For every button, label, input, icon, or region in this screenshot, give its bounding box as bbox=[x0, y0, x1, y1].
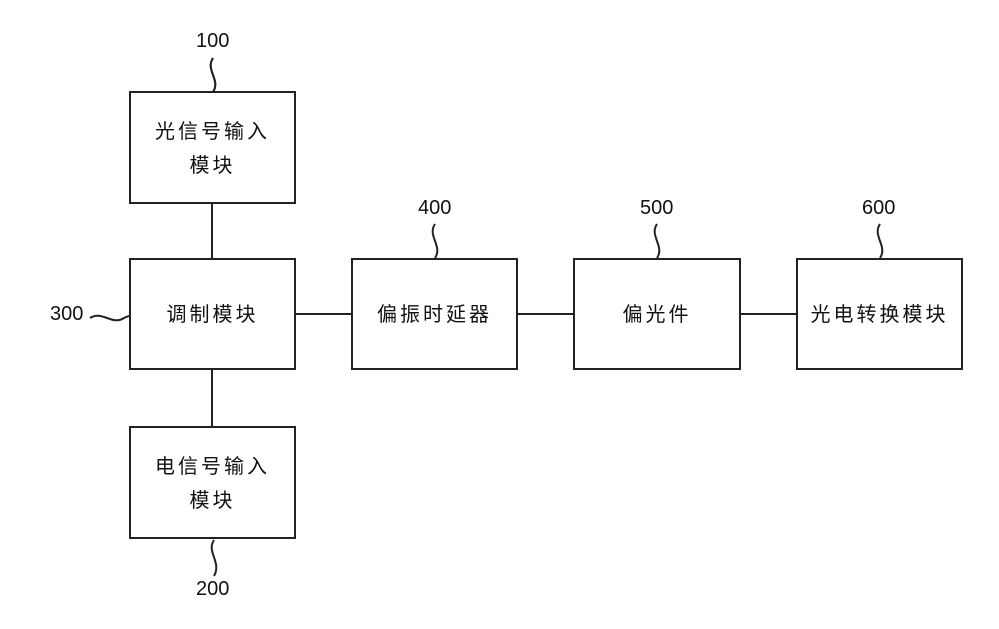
ref-label-200: 200 bbox=[196, 578, 230, 600]
polarizer-label: 偏光件 bbox=[622, 302, 692, 326]
leader-500 bbox=[653, 223, 661, 259]
leader-400 bbox=[431, 223, 439, 259]
optical-signal-input-label: 光信号输入模块 bbox=[155, 118, 270, 177]
leader-200 bbox=[210, 539, 218, 577]
polarization-delay-label: 偏振时延器 bbox=[377, 302, 492, 326]
ref-label-400: 400 bbox=[418, 197, 452, 219]
photoelectric-conversion-label: 光电转换模块 bbox=[810, 302, 949, 326]
ref-label-500: 500 bbox=[640, 197, 674, 219]
ref-label-600: 600 bbox=[862, 197, 896, 219]
modulation-label: 调制模块 bbox=[166, 302, 259, 326]
leader-300 bbox=[89, 314, 131, 322]
polarizer-block: 偏光件 bbox=[573, 258, 741, 370]
leader-600 bbox=[876, 223, 884, 259]
polarization-delay-block: 偏振时延器 bbox=[351, 258, 518, 370]
optical-signal-input-block: 光信号输入模块 bbox=[129, 91, 296, 204]
leader-100b bbox=[209, 57, 217, 93]
ref-label-300: 300 bbox=[50, 303, 84, 325]
electrical-signal-input-label: 电信号输入模块 bbox=[155, 453, 270, 512]
modulation-block: 调制模块 bbox=[129, 258, 296, 370]
ref-label-100: 100 bbox=[196, 30, 230, 52]
electrical-signal-input-block: 电信号输入模块 bbox=[129, 426, 296, 539]
photoelectric-conversion-block: 光电转换模块 bbox=[796, 258, 963, 370]
